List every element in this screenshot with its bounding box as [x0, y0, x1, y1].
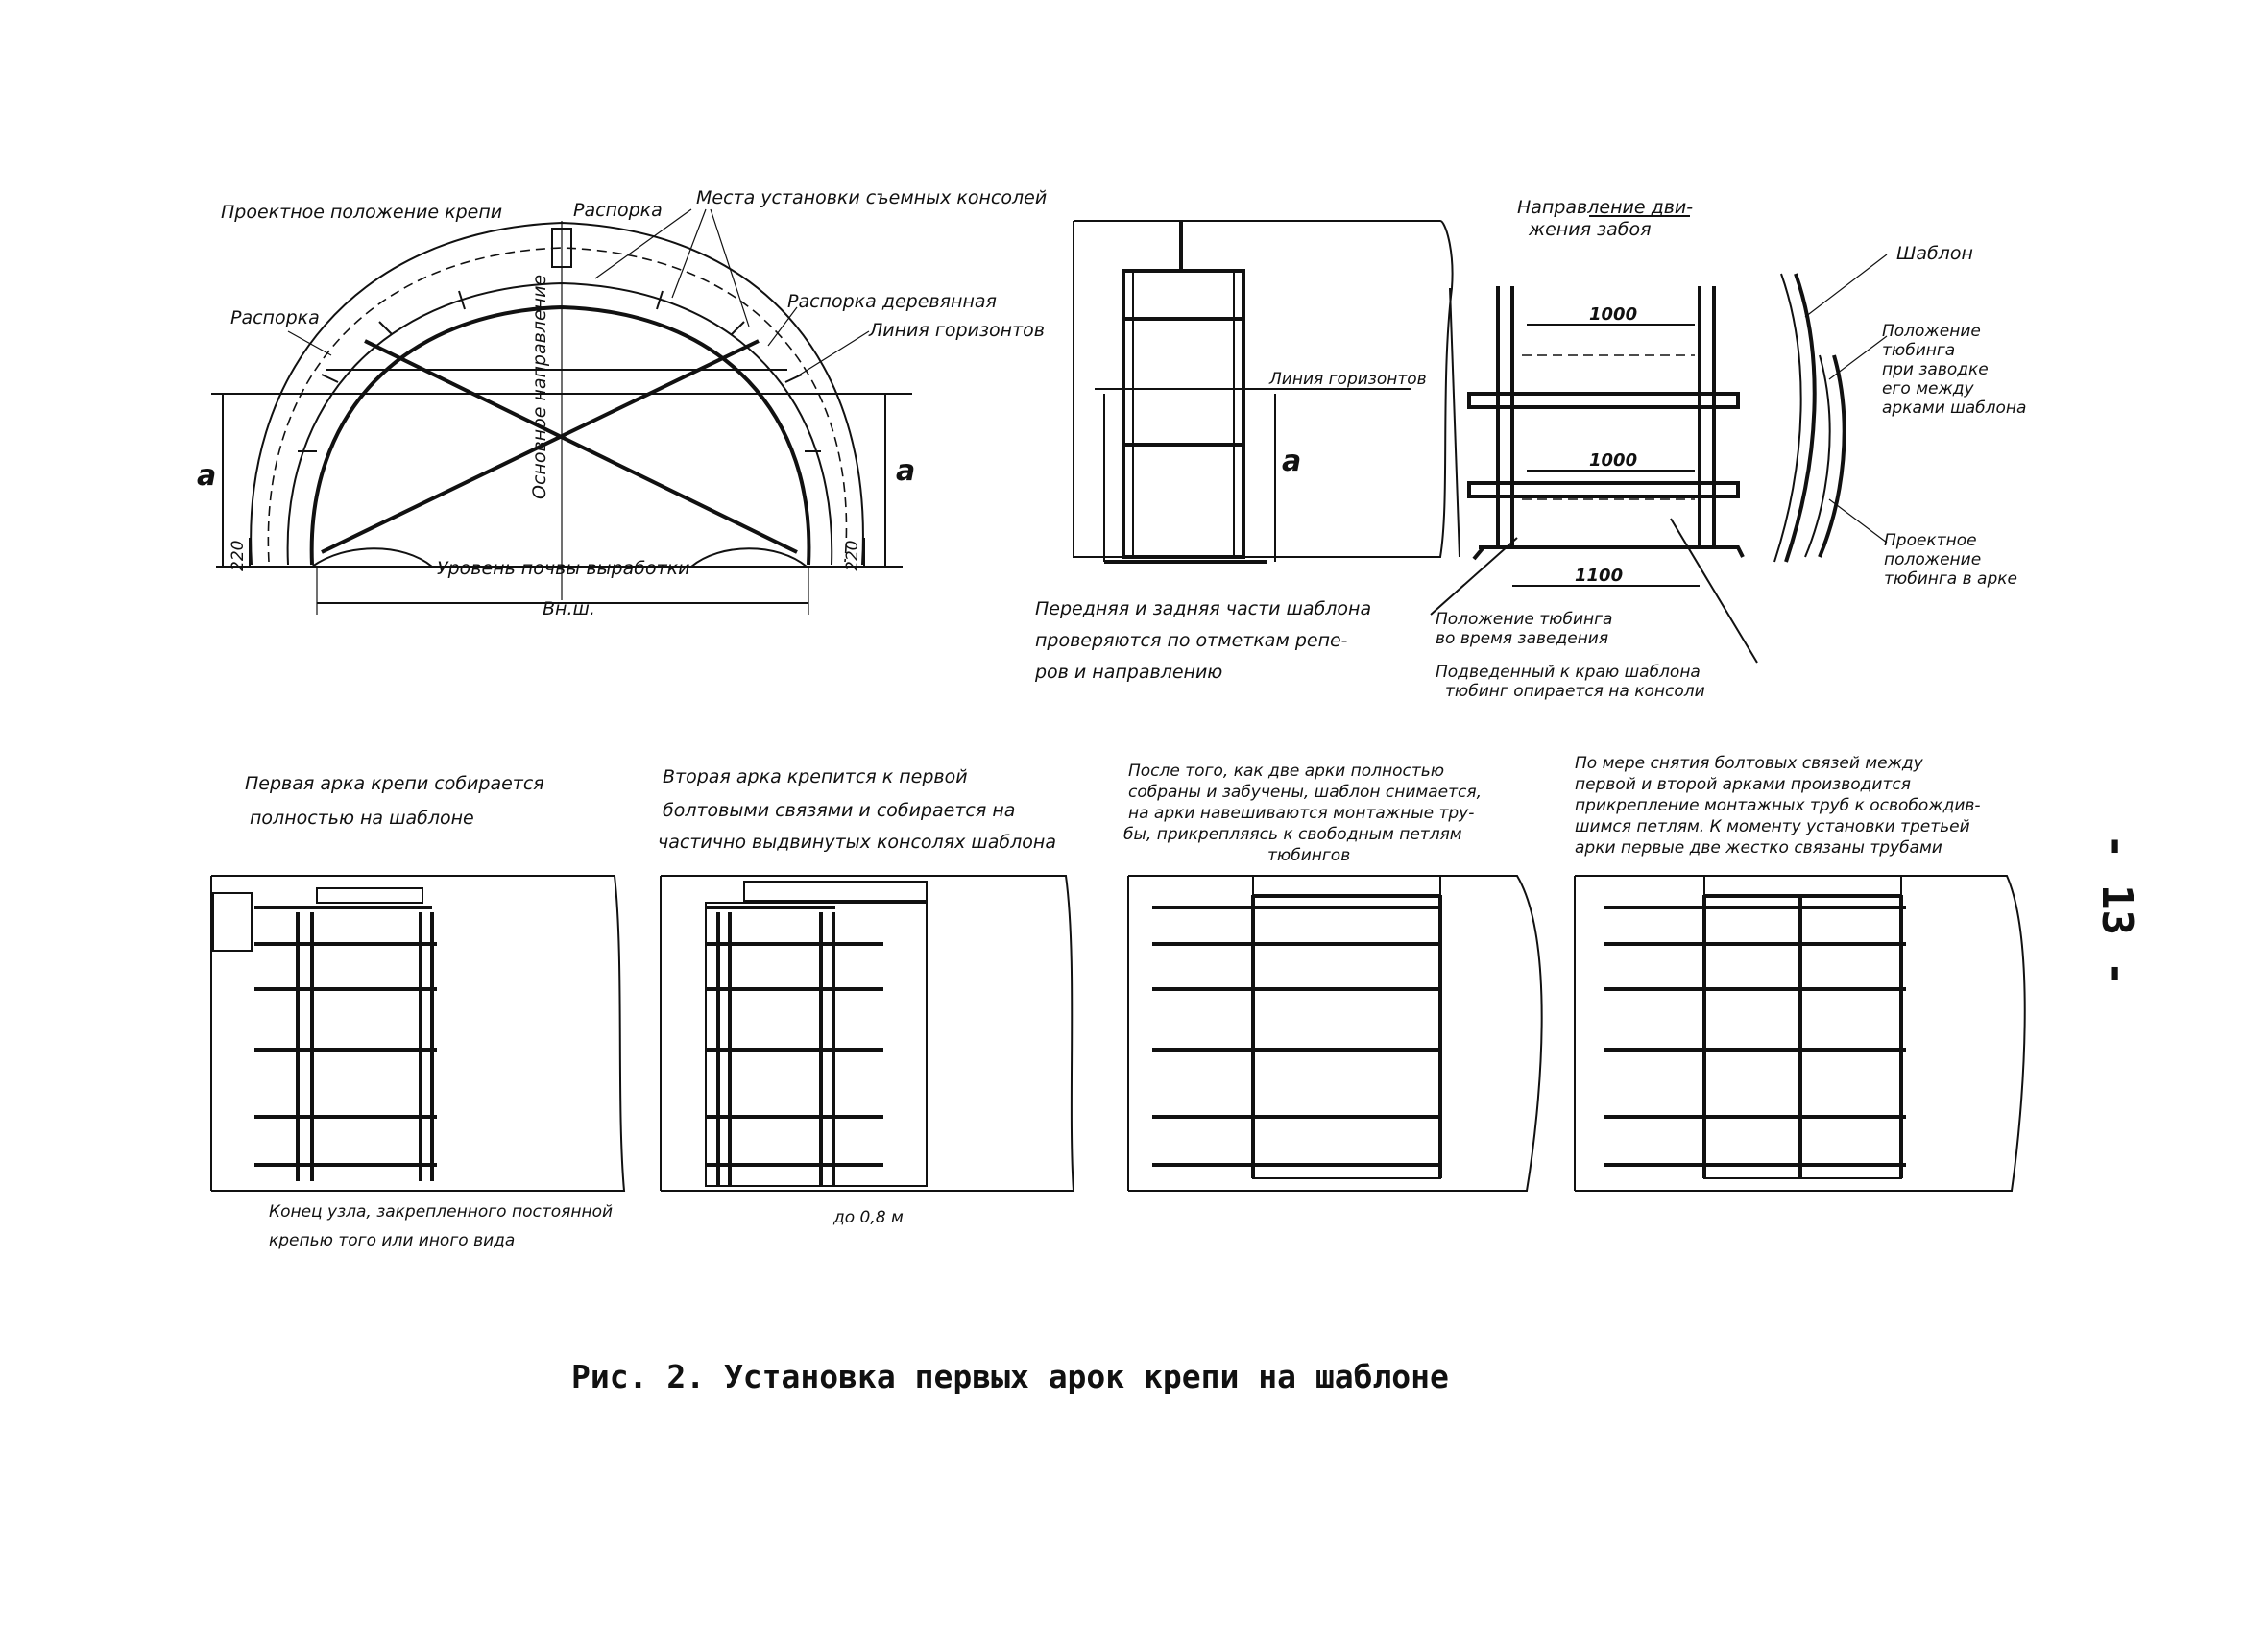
step-2-line-1: Вторая арка крепится к первой	[663, 766, 968, 787]
dim-1000-top: 1000	[1589, 304, 1637, 325]
step-3-line-2: собраны и забучены, шаблон снимается,	[1128, 783, 1482, 802]
dim-a-right: а	[896, 454, 915, 488]
label-strut-top: Распорка	[573, 200, 663, 221]
label-horizon-line: Линия горизонтов	[868, 320, 1045, 341]
label-face-direction-2: жения забоя	[1528, 219, 1652, 240]
step-2-dim: до 0,8 м	[832, 1208, 904, 1227]
step-1-line-1: Первая арка крепи собирается	[245, 773, 544, 794]
step-1-drawing	[210, 875, 626, 1192]
dim-220-left: 220	[229, 541, 248, 571]
step-3-drawing	[1127, 875, 1543, 1192]
label-main-direction: Основное направление	[529, 275, 550, 499]
step-2-line-2: болтовыми связями и собирается на	[663, 800, 1015, 821]
label-strut-wooden: Распорка деревянная	[787, 291, 997, 312]
label-console-places: Места установки съемных консолей	[696, 187, 1047, 208]
arch-cross-section	[211, 208, 912, 615]
dim-1100: 1100	[1575, 566, 1623, 586]
step-3-line-1: После того, как две арки полностью	[1128, 762, 1444, 781]
label-tubing-console-2: тюбинг опирается на консоли	[1445, 682, 1705, 701]
dim-220-right: 220	[843, 541, 862, 571]
step-2-line-3: частично выдвинутых консолях шаблона	[658, 832, 1056, 853]
step-3-line-5: тюбингов	[1267, 846, 1350, 865]
label-insert-5: арками шаблона	[1882, 399, 2026, 418]
label-face-direction-1: Направление дви-	[1517, 197, 1693, 218]
label-tubing-position-2: во время заведения	[1436, 629, 1608, 648]
figure-caption: Рис. 2. Установка первых арок крепи на ш…	[571, 1358, 1449, 1395]
label-inner-width: Вн.ш.	[543, 598, 595, 619]
step-1-line-2: полностью на шаблоне	[250, 808, 474, 829]
label-insert-4: его между	[1882, 379, 1975, 399]
label-design-2: положение	[1884, 550, 1981, 569]
label-insert-3: при заводке	[1882, 360, 1989, 379]
step-4-line-1: По мере снятия болтовых связей между	[1575, 754, 1924, 773]
step-2-drawing	[660, 875, 1075, 1192]
template-plan-view	[1430, 215, 1758, 664]
step-4-line-4: шимся петлям. К моменту установки третье…	[1575, 817, 1970, 836]
label-tubing-position-1: Положение тюбинга	[1436, 610, 1612, 629]
step-3-line-4: бы, прикрепляясь к свободным петлям	[1123, 825, 1462, 844]
dim-a-2: а	[1282, 445, 1301, 478]
step-4-line-3: прикрепление монтажных труб к освобождив…	[1575, 796, 1981, 815]
label-template: Шаблон	[1896, 243, 1973, 264]
step-4-line-5: арки первые две жестко связаны трубами	[1575, 838, 1942, 858]
note-check-line-3: ров и направлению	[1034, 662, 1222, 683]
step-4-drawing	[1574, 875, 2026, 1192]
label-insert-2: тюбинга	[1882, 341, 1955, 360]
step-1-note-1: Конец узла, закрепленного постоянной	[269, 1202, 613, 1222]
step-1-note-2: крепью того или иного вида	[269, 1231, 515, 1250]
dim-a-left: а	[197, 459, 216, 493]
page-number: - 13 -	[2092, 834, 2141, 986]
label-insert-1: Положение	[1882, 322, 1981, 341]
step-4-line-2: первой и второй арками производится	[1575, 775, 1911, 794]
template-side-view	[1073, 220, 1454, 564]
label-design-3: тюбинга в арке	[1884, 569, 2017, 589]
label-horizon-line-2: Линия горизонтов	[1268, 370, 1427, 389]
dim-1000-mid: 1000	[1589, 450, 1637, 471]
label-floor-level: Уровень почвы выработки	[437, 558, 689, 579]
template-detail	[1773, 254, 1888, 563]
label-tubing-console-1: Подведенный к краю шаблона	[1436, 663, 1701, 682]
label-strut-left: Распорка	[230, 307, 320, 328]
label-design-position: Проектное положение крепи	[221, 202, 502, 223]
step-3-line-3: на арки навешиваются монтажные тру-	[1128, 804, 1474, 823]
note-check-line-2: проверяются по отметкам репе-	[1035, 630, 1348, 651]
label-design-1: Проектное	[1884, 531, 1977, 550]
note-check-line-1: Передняя и задняя части шаблона	[1035, 598, 1371, 619]
